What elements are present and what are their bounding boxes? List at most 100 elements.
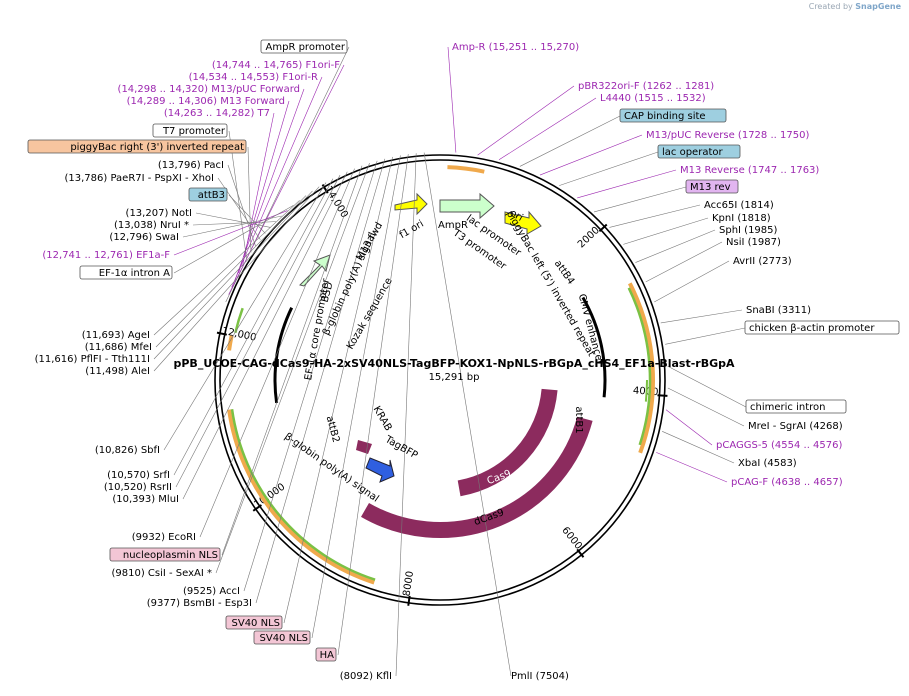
left-feature-label: (10,520) RsrII	[104, 482, 172, 493]
feature-label-box	[657, 144, 741, 159]
left-feature-label: (9525) AccI	[183, 586, 240, 597]
feature-label-text: AvrII (2773)	[733, 256, 792, 267]
green-feature-arc	[234, 307, 244, 334]
feature-label-text: (14,534 .. 14,553) F1ori-R	[189, 72, 318, 83]
tagbfp-arrow	[365, 457, 395, 483]
left-feature-label: PmlI (7504)	[511, 671, 569, 682]
feature-label-text: (14,289 .. 14,306) M13 Forward	[127, 96, 285, 107]
feature-label-text: (11,693) AgeI	[82, 330, 150, 341]
feature-label-text: Amp-R (15,251 .. 15,270)	[452, 42, 579, 53]
leader-line	[667, 365, 747, 408]
feature-label-text: HA	[320, 650, 335, 661]
feature-label-text: (8092) KflI	[340, 671, 392, 682]
left-feature-label: (10,570) SrfI	[107, 470, 170, 481]
right-feature-label: chimeric intron	[745, 399, 847, 414]
feature-label-box	[79, 265, 173, 280]
left-feature-label: (9810) CsiI - SexAI *	[111, 568, 212, 579]
krab-box	[356, 440, 372, 454]
tick-mark	[576, 548, 585, 558]
feature-label-box	[225, 615, 283, 630]
leader-line	[242, 112, 275, 267]
left-feature-label: HA	[315, 647, 337, 662]
leader-line	[654, 260, 730, 303]
leader-line	[153, 200, 300, 336]
feature-label-text: M13/pUC Reverse (1728 .. 1750)	[646, 130, 809, 141]
right-feature-label: MreI - SgrAI (4268)	[748, 421, 843, 432]
left-feature-label: T7 promoter	[152, 123, 228, 138]
leader-line	[395, 153, 417, 677]
leader-line	[667, 387, 745, 427]
left-feature-label: (11,616) PflFI - Tth111I	[35, 354, 150, 365]
leader-line	[623, 217, 709, 245]
leader-line	[228, 194, 266, 234]
cas9-arc	[457, 388, 558, 497]
feature-label-text: L4440 (1515 .. 1532)	[600, 93, 706, 104]
tick-label: 6000	[559, 525, 584, 552]
leader-line	[195, 212, 271, 228]
feature-label-text: AmpR promoter	[266, 42, 346, 53]
feature-label-text: (10,826) SbfI	[95, 445, 160, 456]
left-feature-label: (10,826) SbfI	[95, 445, 160, 456]
leader-line	[539, 134, 643, 176]
tick-mark	[321, 184, 329, 194]
left-feature-label: SV40 NLS	[225, 615, 283, 630]
left-feature-label: AmpR promoter	[260, 39, 348, 54]
leader-line	[660, 309, 743, 324]
feature-label-text: (11,616) PflFI - Tth111I	[35, 354, 150, 365]
green-feature-arc	[644, 379, 648, 402]
leader-line	[215, 163, 370, 574]
feature-label-box	[253, 630, 311, 645]
feature-label-text: piggyBac right (3') inverted repeat	[70, 142, 244, 153]
right-feature-label: KpnI (1818)	[712, 213, 771, 224]
plasmid-name: pPB_UCOE-CAG-dCas9-HA-2xSV40NLS-TagBFP-K…	[174, 357, 735, 370]
leader-line	[199, 168, 355, 538]
feature-label-box	[152, 123, 228, 138]
feature-label-text: CAP binding site	[624, 111, 706, 122]
leader-line	[559, 151, 659, 186]
feature-label-text: (9932) EcoRI	[132, 532, 196, 543]
leader-line	[182, 171, 348, 500]
leader-line	[519, 115, 621, 167]
feature-label-text: (10,570) SrfI	[107, 470, 170, 481]
right-feature-label: pCAG-F (4638 .. 4657)	[731, 477, 843, 488]
inner-feature-label: TagBFP	[382, 434, 419, 462]
left-feature-label: (13,207) NotI	[126, 208, 192, 219]
feature-label-text: M13 rev	[690, 182, 731, 193]
right-feature-label: L4440 (1515 .. 1532)	[600, 93, 706, 104]
tick-mark	[657, 394, 668, 397]
feature-label-text: pCAGGS-5 (4554 .. 4576)	[716, 440, 843, 451]
leader-line	[228, 64, 345, 295]
feature-label-text: nucleoplasmin NLS	[123, 550, 218, 561]
feature-label-text: Acc65I (1814)	[704, 200, 774, 211]
leader-line	[665, 327, 746, 345]
feature-label-box	[685, 179, 739, 194]
left-feature-label: (13,038) NruI *	[114, 220, 189, 231]
feature-label-text: (11,498) AleI	[85, 366, 150, 377]
feature-label-box	[27, 139, 247, 154]
left-feature-label: (9932) EcoRI	[132, 532, 196, 543]
leader-line	[173, 178, 334, 476]
right-feature-label: pBR322ori-F (1262 .. 1281)	[578, 81, 714, 92]
feature-label-text: pBR322ori-F (1262 .. 1281)	[578, 81, 714, 92]
plasmid-length: 15,291 bp	[429, 372, 480, 383]
inner-feature-label: piggyBac left (5') inverted repeat	[504, 209, 597, 359]
feature-label-text: (14,744 .. 14,765) F1ori-F	[212, 60, 340, 71]
left-feature-label: (13,786) PaeR7I - PspXI - XhoI	[65, 173, 215, 184]
right-feature-label: M13 rev	[685, 179, 739, 194]
left-feature-label: piggyBac right (3') inverted repeat	[27, 139, 247, 154]
feature-label-text: (9525) AccI	[183, 586, 240, 597]
feature-label-box	[315, 647, 337, 662]
feature-label-box	[745, 399, 847, 414]
m13-fwd-arrow	[394, 192, 428, 216]
inner-feature-label: f1 ori	[398, 219, 426, 242]
feature-label-text: (13,207) NotI	[126, 208, 192, 219]
feature-label-text: lac operator	[662, 147, 723, 158]
leader-line	[217, 177, 261, 240]
ampr-arrow	[439, 192, 495, 220]
feature-label-box	[744, 320, 900, 335]
right-feature-label: Amp-R (15,251 .. 15,270)	[452, 42, 579, 53]
feature-label-text: (10,393) MluI	[112, 494, 179, 505]
feature-label-text: SphI (1985)	[719, 225, 778, 236]
right-feature-label: SnaBI (3311)	[746, 305, 811, 316]
left-feature-label: (12,741 .. 12,761) EF1a-F	[42, 250, 170, 261]
